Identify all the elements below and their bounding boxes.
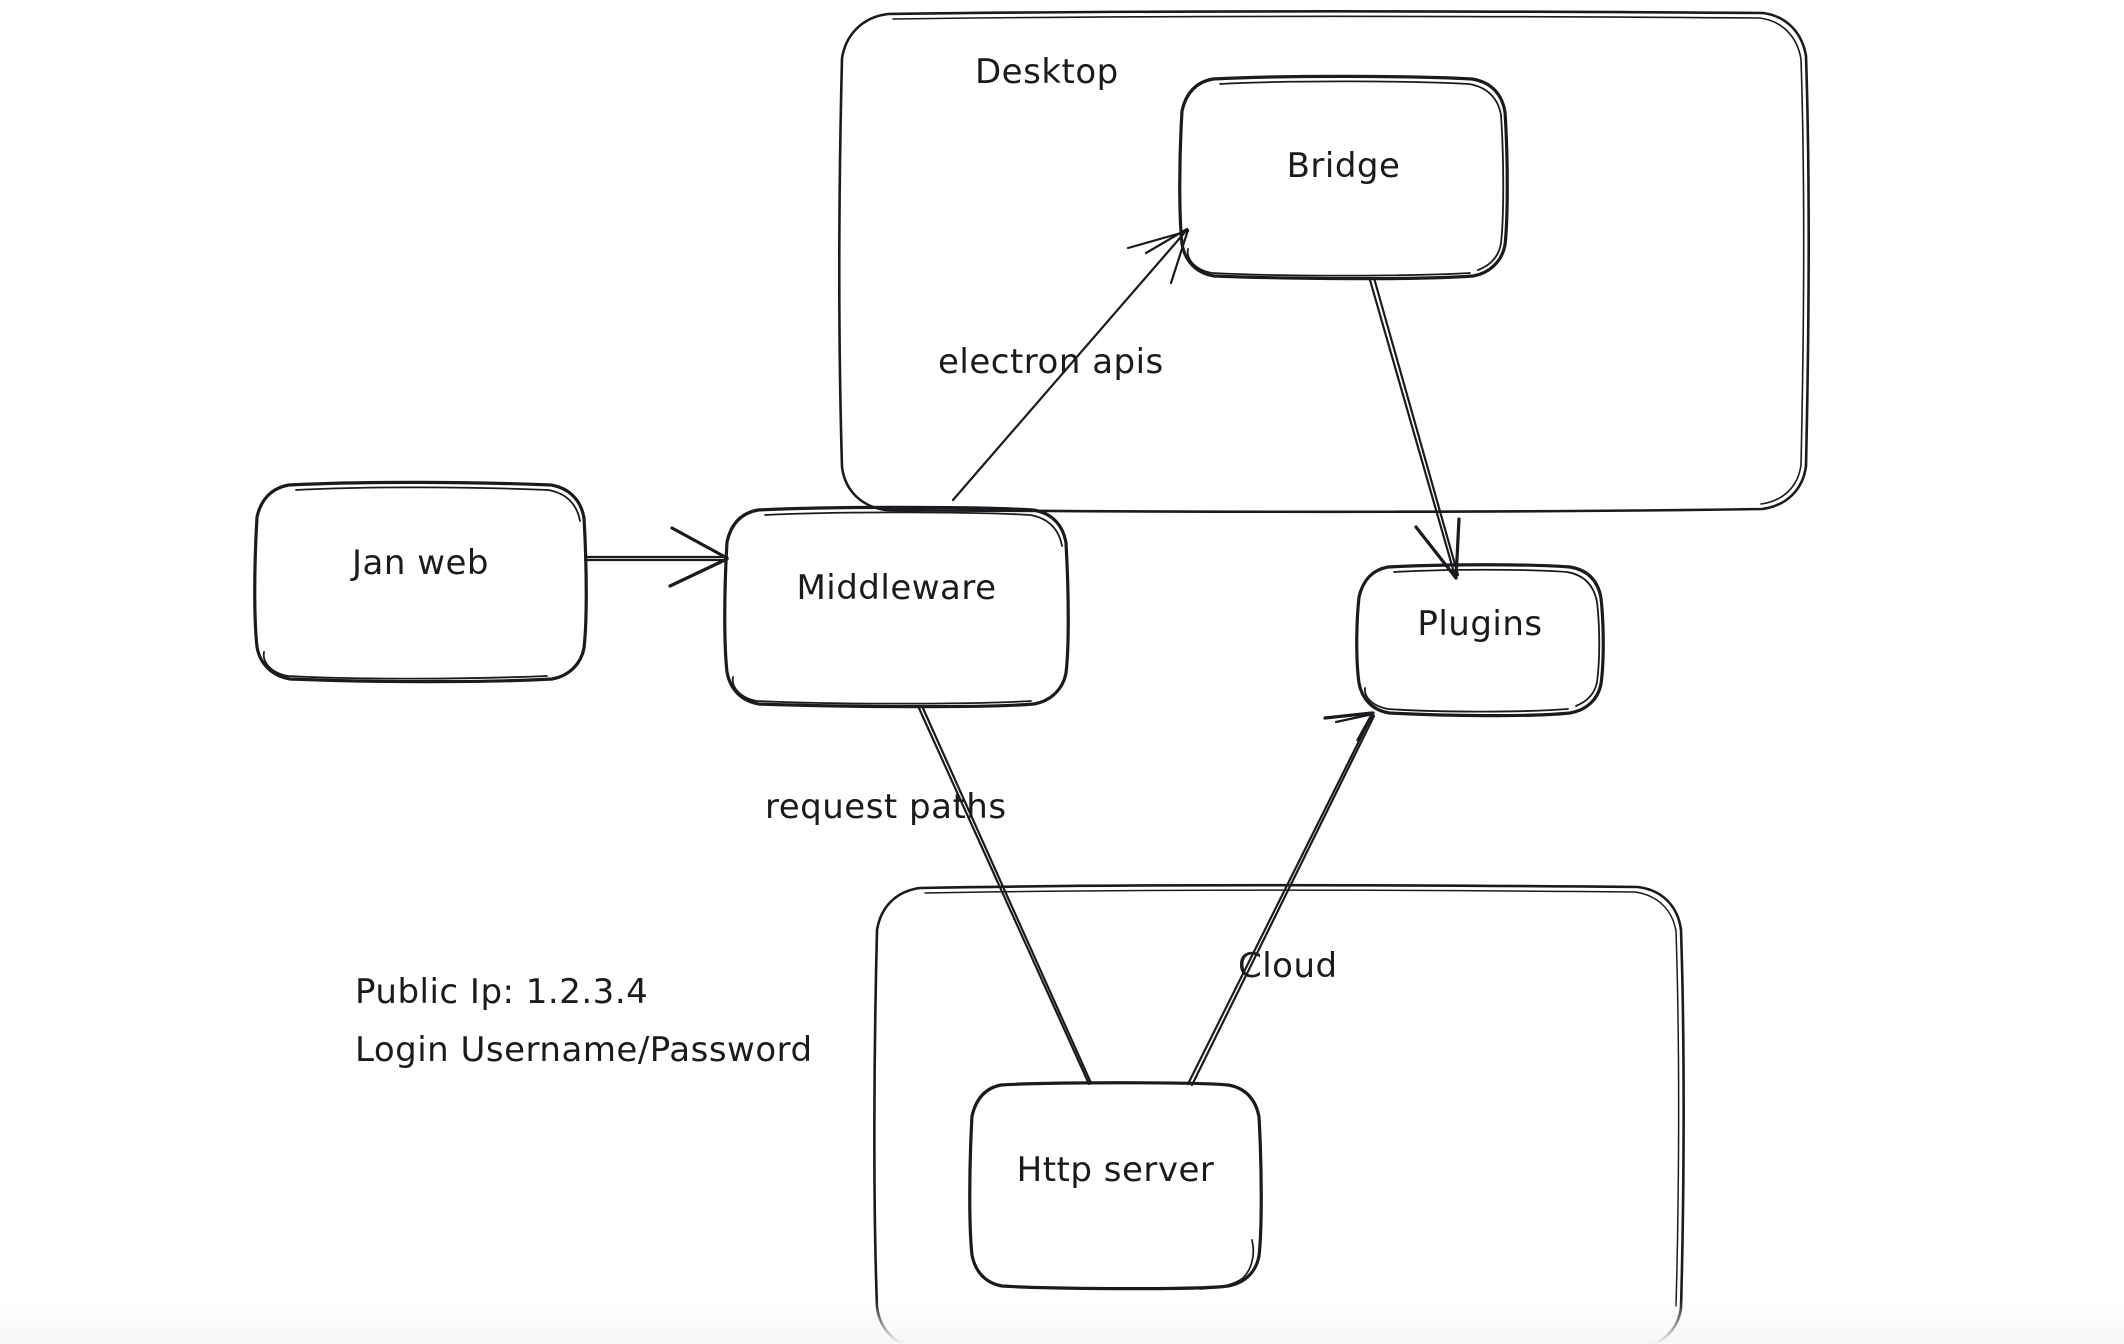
- edge-label-cloud: Cloud: [1238, 946, 1338, 986]
- note-login-credentials: Login Username/Password: [355, 1030, 813, 1070]
- edge-http-server-to-plugins: [1186, 711, 1376, 1087]
- node-jan-web-outline: [253, 480, 588, 684]
- edge-label-request-paths: request paths: [765, 787, 1007, 827]
- node-label-middleware[interactable]: Middleware: [796, 568, 997, 608]
- group-cloud-outline: [873, 883, 1685, 1344]
- note-public-ip: Public Ip: 1.2.3.4: [355, 972, 649, 1012]
- node-plugins-outline: [1355, 563, 1605, 718]
- group-label-desktop: Desktop: [975, 52, 1119, 92]
- edge-bridge-to-plugins: [1368, 276, 1461, 580]
- edge-middleware-to-http-server: [916, 704, 1093, 1086]
- node-label-jan-web[interactable]: Jan web: [351, 543, 490, 583]
- edge-janweb-to-middleware: [583, 526, 729, 588]
- node-bridge-outline: [1178, 74, 1509, 281]
- edge-middleware-to-bridge: [951, 227, 1190, 502]
- node-label-bridge[interactable]: Bridge: [1286, 146, 1401, 186]
- node-http-server-outline: [968, 1081, 1263, 1291]
- node-middleware-outline: [723, 505, 1070, 709]
- node-label-http-server[interactable]: Http server: [1016, 1150, 1215, 1190]
- edge-label-electron-apis: electron apis: [938, 342, 1164, 382]
- group-desktop-outline: [838, 9, 1810, 514]
- node-label-plugins[interactable]: Plugins: [1417, 604, 1543, 644]
